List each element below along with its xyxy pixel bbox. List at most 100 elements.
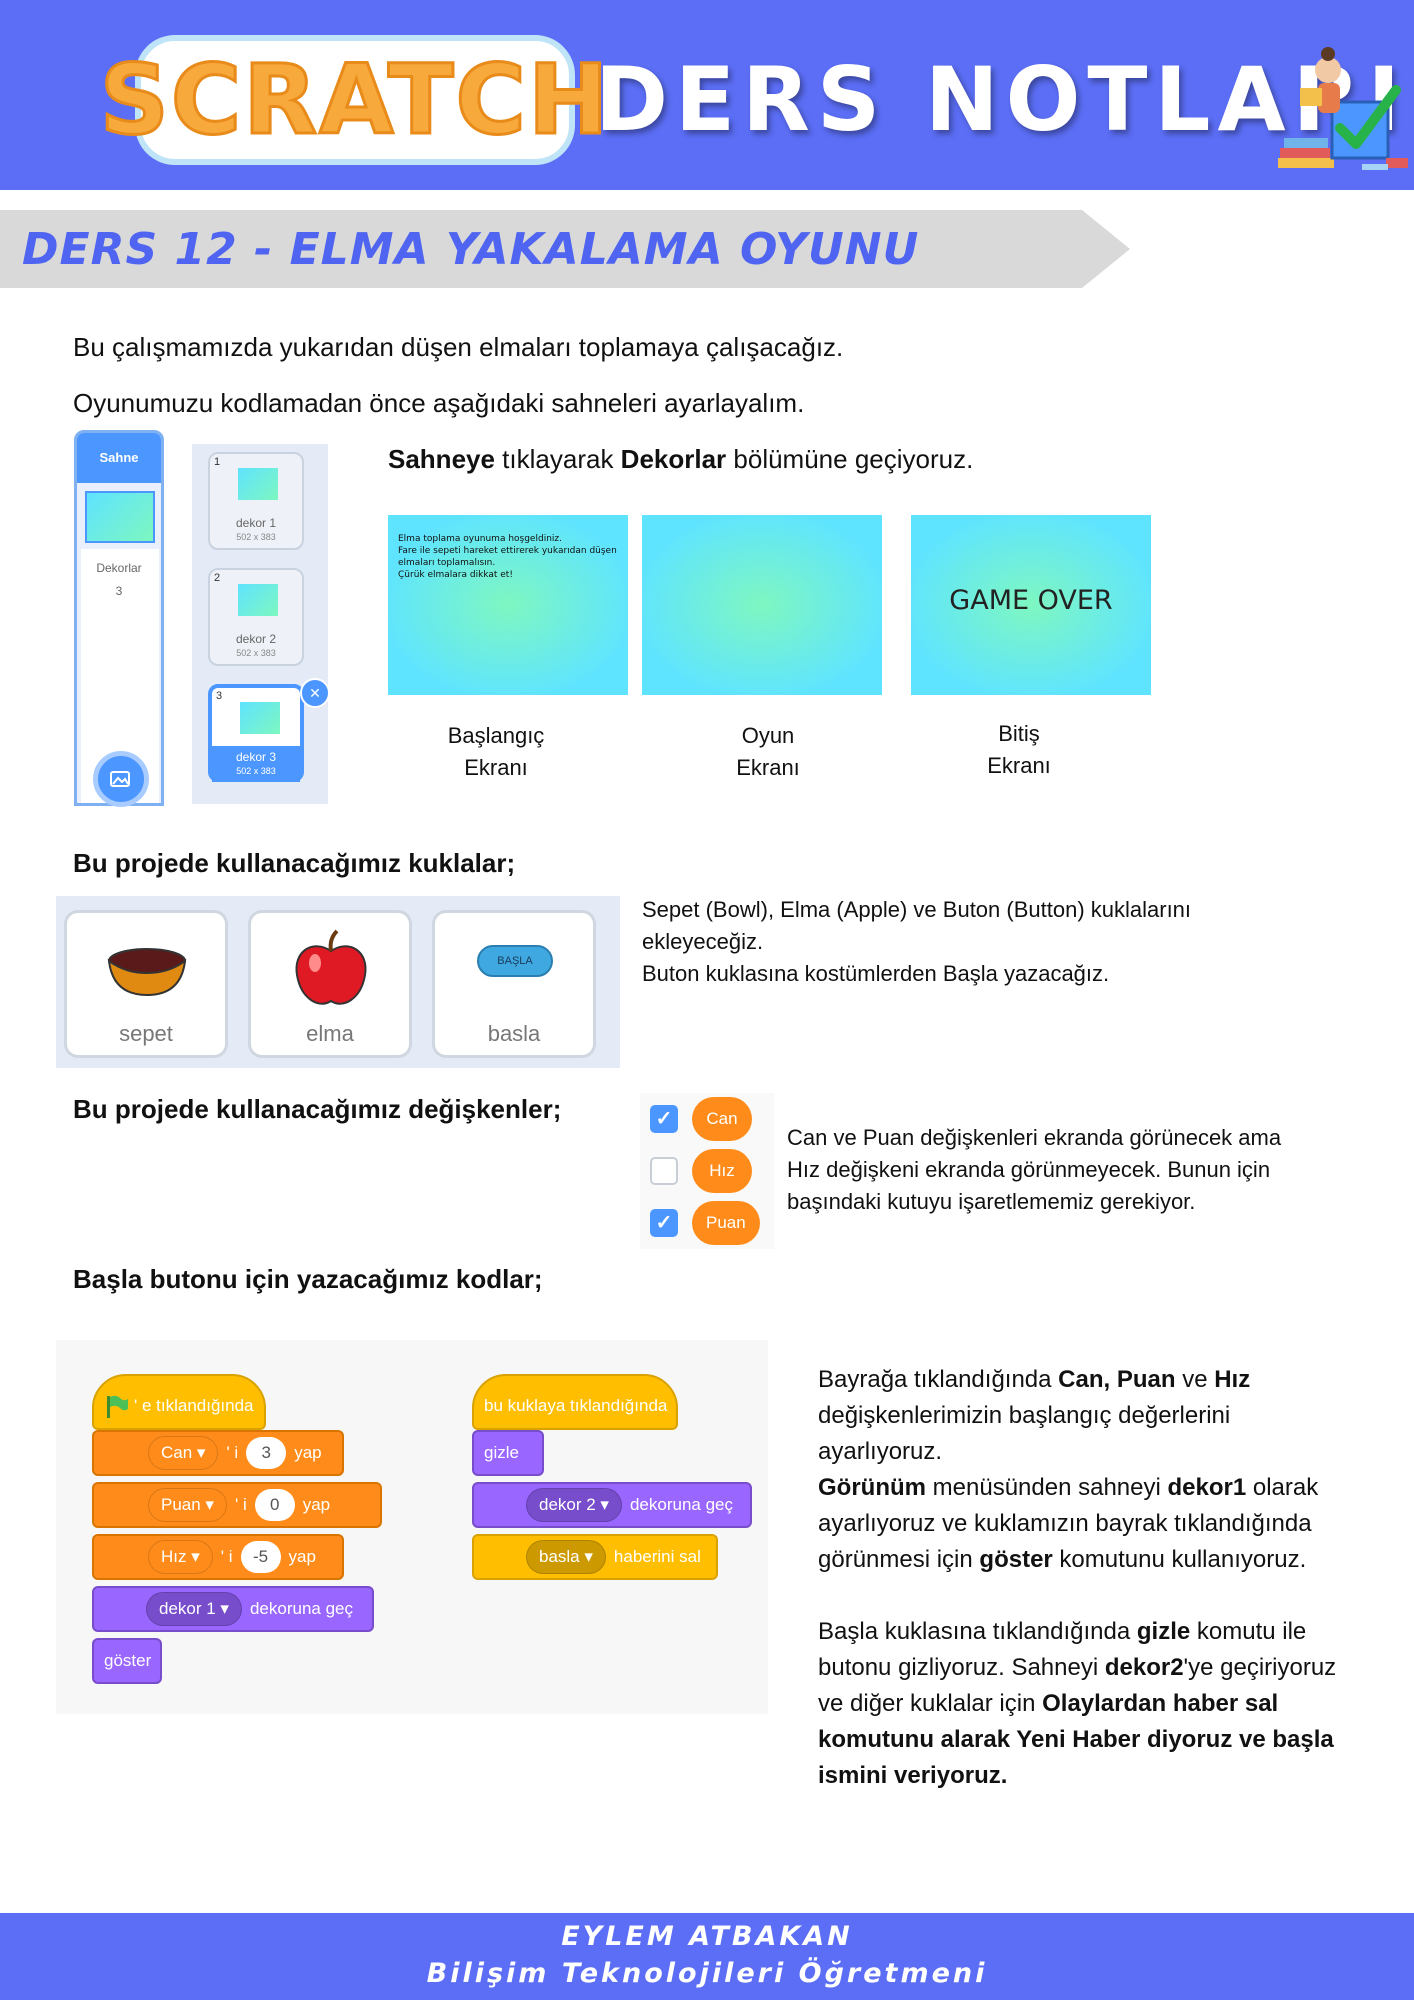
- text-run-bold: Hız: [1214, 1366, 1251, 1393]
- sprite-card-elma[interactable]: elma: [248, 910, 412, 1058]
- backdrop-dropdown[interactable]: dekor 2 ▾: [526, 1488, 622, 1522]
- start-screen: Elma toplama oyunuma hoşgeldiniz. Fare i…: [388, 515, 628, 695]
- page-footer: EYLEM ATBAKAN Bilişim Teknolojileri Öğre…: [0, 1913, 1414, 2000]
- when-flag-clicked-block[interactable]: ' e tıklandığında: [92, 1374, 266, 1430]
- when-sprite-clicked-block[interactable]: bu kuklaya tıklandığında: [472, 1374, 678, 1430]
- value-input[interactable]: -5: [240, 1541, 281, 1573]
- backdrop-list: 1 dekor 1 502 x 383 2 dekor 2 502 x 383 …: [192, 444, 330, 804]
- explanation-paragraph-1: Bayrağa tıklandığında Can, Puan ve Hız d…: [818, 1362, 1358, 1470]
- stage-instruction: Sahneye tıklayarak Dekorlar bölümüne geç…: [388, 442, 973, 476]
- stage-panel[interactable]: Sahne Dekorlar 3: [74, 430, 164, 807]
- backdrop-name: dekor 2: [235, 632, 277, 646]
- text-run: komutu ile butonu gizliyoruz. Sahneyi: [818, 1618, 1307, 1681]
- dropdown-label: dekor 2: [539, 1495, 596, 1514]
- lesson-banner: [0, 210, 1130, 288]
- variable-dropdown[interactable]: Can ▾: [148, 1436, 219, 1470]
- text-run: Bayrağa tıklandığında: [818, 1366, 1059, 1393]
- backdrop-item-2[interactable]: 2 dekor 2 502 x 383: [208, 568, 304, 666]
- variable-pill[interactable]: Can: [692, 1097, 752, 1141]
- delete-icon[interactable]: ✕: [300, 678, 330, 708]
- start-screen-caption: Başlangıç Ekranı: [396, 720, 596, 784]
- variable-row-puan: ✓ Puan: [650, 1201, 770, 1245]
- checkbox-checked[interactable]: ✓: [650, 1209, 678, 1237]
- backdrop-number: 1: [214, 456, 221, 468]
- block-text: dekoruna geç: [629, 1495, 733, 1514]
- apple-icon: [295, 929, 367, 1005]
- variables-panel: ✓ Can Hız ✓ Puan: [640, 1093, 774, 1249]
- caption-line: Bitiş: [998, 721, 1040, 746]
- desc-line: Can ve Puan değişkenleri ekranda görünec…: [787, 1125, 1282, 1150]
- caption-line: Başlangıç: [447, 723, 545, 748]
- bowl-icon: [107, 948, 187, 997]
- sprites-panel: sepet elma BAŞLA basla: [56, 896, 620, 1068]
- block-text: ' i: [220, 1547, 233, 1566]
- start-text-line: elmaları toplamalısın.: [398, 558, 496, 568]
- start-text-line: Çürük elmalara dikkat et!: [398, 570, 513, 580]
- block-text: yap: [302, 1495, 331, 1514]
- variable-pill[interactable]: Puan: [692, 1201, 760, 1245]
- backdrop-size: 502 x 383: [236, 532, 276, 542]
- text-run: komutunu kullanıyoruz.: [1052, 1546, 1307, 1573]
- sprite-card-basla[interactable]: BAŞLA basla: [432, 910, 596, 1058]
- desc-line: Sepet (Bowl), Elma (Apple) ve Buton (But…: [642, 897, 1192, 922]
- code-explanation: Bayrağa tıklandığında Can, Puan ve Hız d…: [818, 1362, 1358, 1794]
- stage-panel-header: Sahne: [77, 433, 161, 483]
- checkbox-unchecked[interactable]: [650, 1157, 678, 1185]
- checkbox-checked[interactable]: ✓: [650, 1105, 678, 1133]
- text-run: 'ye geçiriyoruz ve diğer kuklalar için: [818, 1654, 1337, 1717]
- text-run-bold: göster: [979, 1546, 1053, 1573]
- variable-dropdown[interactable]: Hız ▾: [148, 1540, 213, 1574]
- backdrop-thumbnail: [238, 584, 278, 616]
- variable-dropdown[interactable]: Puan ▾: [148, 1488, 227, 1522]
- set-variable-block[interactable]: Can ▾ ' i 3 yap: [92, 1430, 344, 1476]
- backdrop-item-3[interactable]: 3 dekor 3 502 x 383 ✕: [208, 678, 330, 782]
- start-button-costume-text: BAŞLA: [497, 955, 533, 967]
- stage-word: Sahneye: [388, 444, 495, 474]
- set-variable-block[interactable]: Puan ▾ ' i 0 yap: [92, 1482, 382, 1528]
- page-header: SCRATCH DERS NOTLARI: [0, 0, 1414, 190]
- paragraph-spacer: [818, 1578, 1358, 1614]
- value-input[interactable]: 0: [254, 1489, 295, 1521]
- caption-line: Ekranı: [987, 753, 1051, 778]
- instruction-text: bölümüne geçiyoruz.: [726, 444, 974, 474]
- text-run-bold: Olaylardan haber sal komutunu alarak Yen…: [818, 1690, 1334, 1789]
- value-input[interactable]: 3: [246, 1437, 287, 1469]
- sprite-name: basla: [487, 1021, 541, 1046]
- sprite-name: sepet: [119, 1021, 173, 1046]
- backdrop-item-1[interactable]: 1 dekor 1 502 x 383: [208, 452, 304, 550]
- block-text: dekoruna geç: [249, 1599, 353, 1618]
- dropdown-label: dekor 1: [159, 1599, 216, 1618]
- message-dropdown[interactable]: basla ▾: [526, 1540, 606, 1574]
- variable-pill[interactable]: Hız: [692, 1149, 752, 1193]
- switch-backdrop-block[interactable]: dekor 1 ▾ dekoruna geç: [92, 1586, 374, 1632]
- backdrop-dropdown[interactable]: dekor 1 ▾: [146, 1592, 242, 1626]
- text-run-bold: dekor2: [1104, 1654, 1184, 1681]
- sprite-card-sepet[interactable]: sepet: [64, 910, 228, 1058]
- text-run-bold: dekor1: [1167, 1474, 1247, 1501]
- variables-heading: Bu projede kullanacağımız değişkenler;: [73, 1094, 562, 1124]
- text-run: menüsünden sahneyi: [926, 1474, 1168, 1501]
- show-block[interactable]: göster: [92, 1638, 162, 1684]
- dropdown-label: Puan: [161, 1495, 201, 1514]
- variables-description: Can ve Puan değişkenleri ekranda görünec…: [787, 1122, 1281, 1218]
- backdrop-name: dekor 1: [235, 516, 277, 530]
- variable-row-can: ✓ Can: [650, 1097, 770, 1141]
- green-flag-icon: [107, 1395, 128, 1418]
- broadcast-block[interactable]: basla ▾ haberini sal: [472, 1534, 718, 1580]
- hat-label: bu kuklaya tıklandığında: [484, 1396, 668, 1415]
- hide-block[interactable]: gizle: [472, 1430, 544, 1476]
- add-backdrop-button[interactable]: [93, 751, 149, 807]
- start-screen-text: Elma toplama oyunuma hoşgeldiniz. Fare i…: [398, 533, 617, 581]
- stage-thumbnail[interactable]: [85, 491, 155, 543]
- game-screen-caption: Oyun Ekranı: [668, 720, 868, 784]
- caption-line: Ekranı: [736, 755, 800, 780]
- backdrop-number: 2: [214, 572, 221, 584]
- set-variable-block[interactable]: Hız ▾ ' i -5 yap: [92, 1534, 344, 1580]
- block-text: gizle: [484, 1443, 519, 1462]
- backdrop-name: dekor 3: [235, 750, 277, 764]
- header-title: DERS NOTLARI: [595, 48, 1408, 151]
- explanation-paragraph-2: Görünüm menüsünden sahneyi dekor1 olarak…: [818, 1470, 1358, 1578]
- switch-backdrop-block[interactable]: dekor 2 ▾ dekoruna geç: [472, 1482, 752, 1528]
- game-over-text: GAME OVER: [949, 585, 1113, 616]
- block-text: yap: [288, 1547, 316, 1566]
